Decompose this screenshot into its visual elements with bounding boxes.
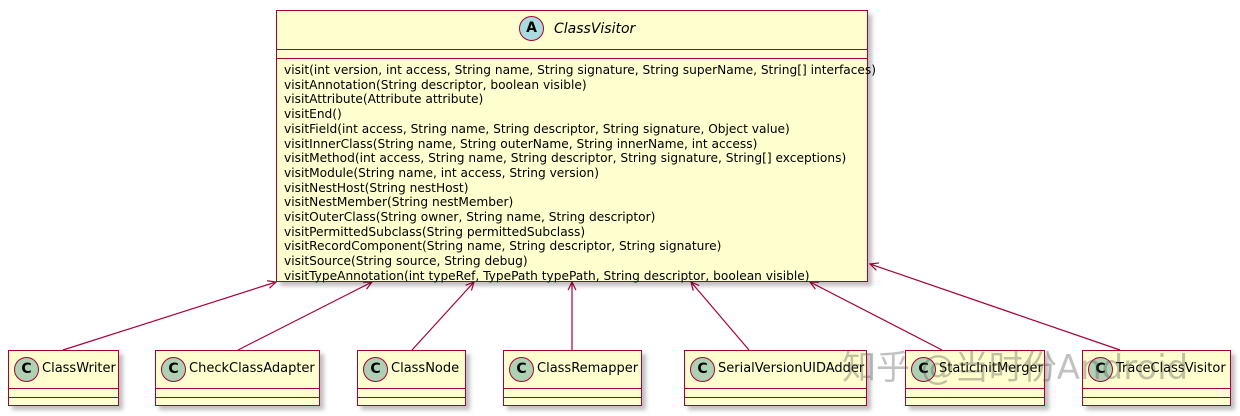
arrow-head xyxy=(868,262,880,271)
class-node-name: ClassNode xyxy=(391,361,460,376)
method-item: visitTypeAnnotation(int typeRef, TypePat… xyxy=(284,268,810,283)
method-item: visitEnd() xyxy=(284,107,342,122)
inheritance-line xyxy=(690,281,750,351)
arrow-head xyxy=(567,280,577,291)
class-visitor-box: A ClassVisitor visit(int version, int ac… xyxy=(276,10,877,284)
class-icon: C xyxy=(14,357,39,382)
class-node-box: C ClassNode xyxy=(357,350,466,406)
inheritance-line xyxy=(62,281,277,351)
inheritance-line xyxy=(237,281,373,351)
method-item: visitRecordComponent(String name, String… xyxy=(284,239,722,254)
arrow-head xyxy=(267,280,278,289)
arrow-head xyxy=(808,281,820,290)
method-item: visitNestHost(String nestHost) xyxy=(284,180,469,195)
class-icon: C xyxy=(161,357,186,382)
method-item: visitPermittedSubclass(String permittedS… xyxy=(284,224,586,239)
trace-class-visitor-box: C TraceClassVisitor xyxy=(1082,350,1231,406)
abstract-class-icon: A xyxy=(519,16,544,41)
check-class-adapter-box: C CheckClassAdapter xyxy=(155,350,320,406)
static-init-merger-box: C StaticInitMerger xyxy=(905,350,1045,406)
serial-version-uid-adder-box: C SerialVersionUIDAdder xyxy=(684,350,867,406)
method-item: visitOuterClass(String owner, String nam… xyxy=(284,210,656,225)
arrow-head xyxy=(362,281,374,290)
serial-version-uid-adder-name: SerialVersionUIDAdder xyxy=(718,361,865,376)
arrow-head xyxy=(690,280,700,291)
method-item: visitMethod(int access, String name, Str… xyxy=(284,151,847,166)
methods-separator xyxy=(277,58,867,59)
fields-separator xyxy=(277,49,867,50)
method-item: visitField(int access, String name, Stri… xyxy=(284,121,790,136)
class-icon: C xyxy=(690,357,715,382)
method-item: visitNestMember(String nestMember) xyxy=(284,195,514,210)
class-icon: C xyxy=(509,357,534,382)
inheritance-line xyxy=(809,281,943,351)
method-list: visit(int version, int access, String na… xyxy=(277,59,877,284)
class-remapper-box: C ClassRemapper xyxy=(503,350,642,406)
check-class-adapter-name: CheckClassAdapter xyxy=(189,361,315,376)
method-item: visitAnnotation(String descriptor, boole… xyxy=(284,77,587,92)
class-visitor-header: A ClassVisitor xyxy=(277,11,867,49)
trace-class-visitor-name: TraceClassVisitor xyxy=(1116,361,1226,376)
inheritance-line xyxy=(869,263,1121,351)
method-item: visitSource(String source, String debug) xyxy=(284,254,528,269)
class-writer-box: C ClassWriter xyxy=(8,350,119,406)
class-icon: C xyxy=(363,357,388,382)
class-visitor-title: ClassVisitor xyxy=(554,21,636,37)
class-remapper-name: ClassRemapper xyxy=(537,361,639,376)
method-item: visitAttribute(Attribute attribute) xyxy=(284,92,484,107)
method-item: visitInnerClass(String name, String oute… xyxy=(284,136,758,151)
class-icon: C xyxy=(911,357,936,382)
class-icon: C xyxy=(1088,357,1113,382)
arrow-head xyxy=(465,280,475,291)
method-item: visitModule(String name, int access, Str… xyxy=(284,165,599,180)
inheritance-line xyxy=(411,281,475,351)
class-writer-name: ClassWriter xyxy=(42,361,116,376)
static-init-merger-name: StaticInitMerger xyxy=(939,361,1043,376)
method-item: visit(int version, int access, String na… xyxy=(284,63,877,77)
